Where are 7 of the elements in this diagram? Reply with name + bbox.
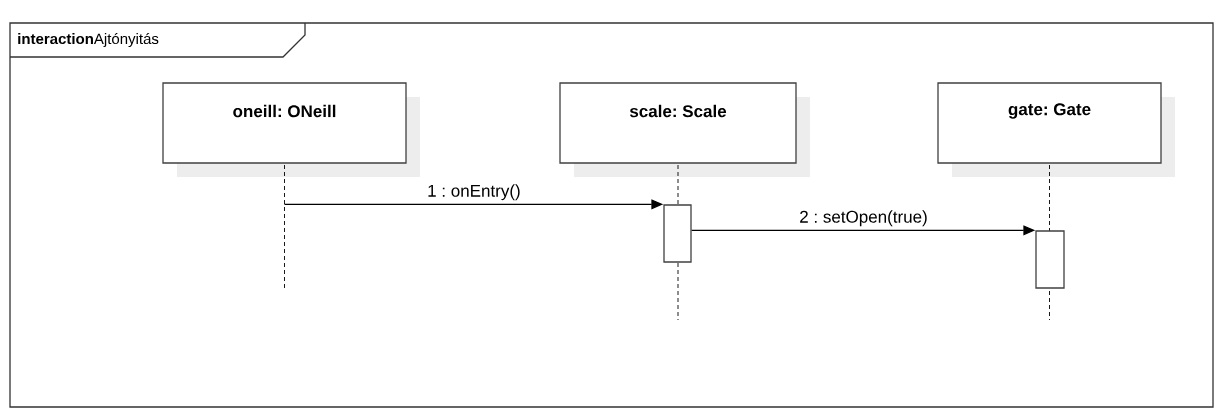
- message-label: 1 : onEntry(): [428, 184, 520, 201]
- message-label: 2 : setOpen(true): [800, 210, 927, 227]
- lifeline-box: gate: Gate: [937, 82, 1175, 177]
- activation-bar: [1035, 230, 1065, 289]
- activation-bar: [663, 204, 692, 263]
- lifeline-box: oneill: ONeill: [162, 82, 420, 177]
- lifeline-box: scale: Scale: [559, 82, 810, 177]
